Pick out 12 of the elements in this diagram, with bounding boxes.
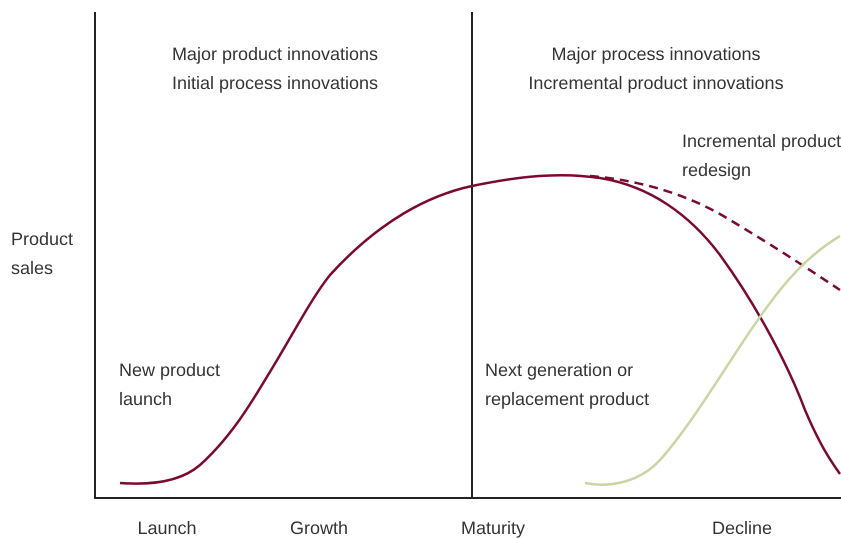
axis-label: Product sales bbox=[11, 228, 74, 280]
curve-label: Incremental product redesign bbox=[682, 130, 841, 182]
annotation-text: Major product innovations bbox=[170, 43, 380, 66]
stage-label: Decline bbox=[710, 517, 774, 538]
curve-label: Next generation or replacement product bbox=[485, 359, 650, 411]
annotation-text: Incremental product innovations bbox=[527, 72, 785, 95]
annotation-text: Initial process innovations bbox=[170, 72, 380, 95]
curve-label: New product launch bbox=[119, 359, 222, 411]
stage-label: Maturity bbox=[460, 517, 526, 538]
annotation-text: Major process innovations bbox=[550, 43, 762, 66]
stage-label: Growth bbox=[288, 517, 350, 538]
stage-label: Launch bbox=[136, 517, 198, 538]
